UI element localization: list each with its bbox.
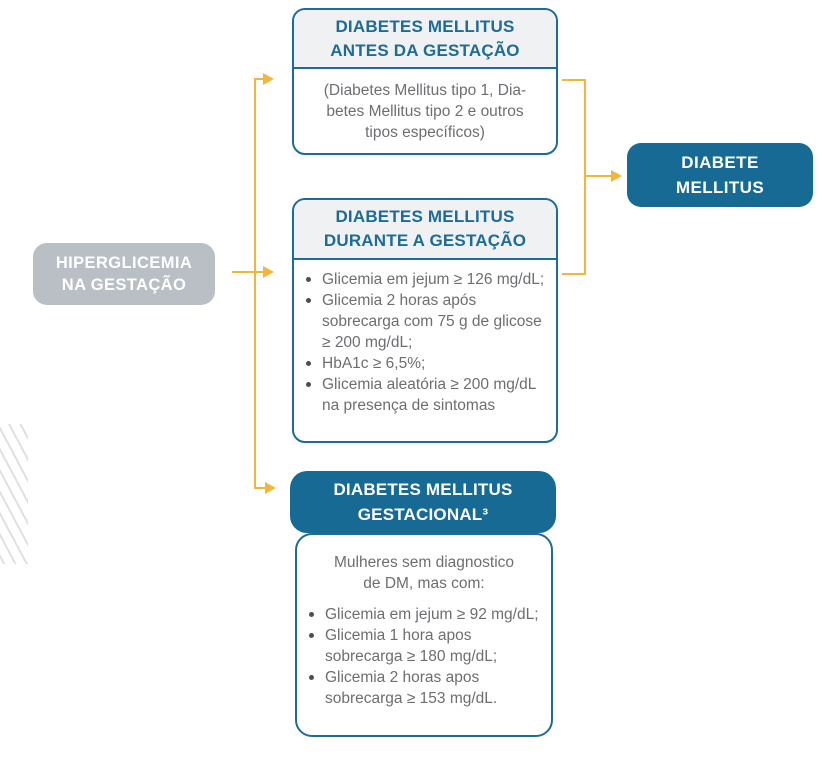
node-diabete-mellitus-line1: DIABETE	[681, 153, 759, 172]
connector-left-vertical-line	[254, 79, 256, 489]
node-dm-gestacional-title-line2: GESTACIONAL³	[357, 505, 489, 524]
list-item: Glicemia 1 hora apos sobrecarga ≥ 180 mg…	[299, 625, 545, 667]
arrow-to-dm-antes	[263, 73, 274, 85]
arrow-to-dm-durante	[263, 266, 274, 278]
list-item: Glicemia 2 horas apos sobrecarga ≥ 153 m…	[299, 667, 545, 709]
connector-right-bottom-line	[562, 273, 586, 275]
connector-left-middle-line	[232, 271, 264, 273]
node-dm-durante-title-line1: DIABETES MELLITUS	[335, 207, 515, 226]
arrow-to-dm-gestacional	[265, 482, 276, 494]
node-dm-antes-body-line2: betes Mellitus tipo 2 e outros	[326, 102, 524, 120]
connector-right-middle-line	[586, 175, 612, 177]
node-dm-antes-title-line2: ANTES DA GESTAÇÃO	[330, 40, 520, 60]
node-diabete-mellitus-line2: MELLITUS	[675, 178, 765, 197]
list-item: Glicemia aleatória ≥ 200 mg/dL na presen…	[296, 374, 550, 416]
node-dm-antes-header: DIABETES MELLITUS ANTES DA GESTAÇÃO	[294, 10, 556, 69]
node-dm-antes-body: (Diabetes Mellitus tipo 1, Dia- betes Me…	[294, 69, 556, 153]
connector-left-bottom-line	[254, 487, 266, 489]
node-dm-durante-body: Glicemia em jejum ≥ 126 mg/dL; Glicemia …	[294, 269, 556, 416]
dm-gestacional-criteria-list: Glicemia em jejum ≥ 92 mg/dL; Glicemia 1…	[299, 604, 545, 709]
node-hiperglicemia-line1: HIPERGLICEMIA	[55, 254, 193, 272]
list-item: Glicemia 2 horas após sobrecarga com 75 …	[296, 290, 550, 353]
connector-left-top-line	[254, 78, 264, 80]
node-dm-durante-a-gestacao: DIABETES MELLITUS DURANTE A GESTAÇÃO Gli…	[292, 198, 558, 443]
node-dm-antes-body-line3: tipos específicos)	[365, 123, 485, 141]
node-dm-gestacional-body: Mulheres sem diagnostico de DM, mas com:…	[295, 533, 553, 737]
dm-durante-criteria-list: Glicemia em jejum ≥ 126 mg/dL; Glicemia …	[296, 269, 550, 416]
node-dm-gestacional-header: DIABETES MELLITUS GESTACIONAL³	[290, 471, 556, 533]
connector-right-vertical-line	[584, 79, 586, 275]
decorative-hatch-lines	[0, 424, 28, 564]
node-hiperglicemia-line2: NA GESTAÇÃO	[61, 276, 187, 294]
arrow-to-diabete-mellitus	[611, 170, 622, 182]
node-diabete-mellitus: DIABETE MELLITUS	[627, 143, 813, 207]
node-dm-antes-body-line1: (Diabetes Mellitus tipo 1, Dia-	[323, 81, 527, 99]
connector-right-top-line	[562, 79, 586, 81]
node-dm-antes-title-line1: DIABETES MELLITUS	[335, 16, 515, 36]
node-dm-durante-header: DIABETES MELLITUS DURANTE A GESTAÇÃO	[294, 200, 556, 260]
node-dm-durante-title-line2: DURANTE A GESTAÇÃO	[323, 231, 527, 250]
list-item: HbA1c ≥ 6,5%;	[296, 353, 550, 374]
list-item: Glicemia em jejum ≥ 92 mg/dL;	[299, 604, 545, 625]
node-dm-antes-da-gestacao: DIABETES MELLITUS ANTES DA GESTAÇÃO (Dia…	[292, 8, 558, 155]
node-dm-gestacional-title-line1: DIABETES MELLITUS	[333, 480, 513, 499]
list-item: Glicemia em jejum ≥ 126 mg/dL;	[296, 269, 550, 290]
node-hiperglicemia-na-gestacao: HIPERGLICEMIA NA GESTAÇÃO	[33, 243, 215, 305]
dm-gestacional-intro-line1: Mulheres sem diagnostico	[333, 554, 515, 571]
dm-gestacional-intro: Mulheres sem diagnostico de DM, mas com:	[297, 552, 551, 594]
dm-gestacional-intro-line2: de DM, mas com:	[363, 575, 485, 592]
